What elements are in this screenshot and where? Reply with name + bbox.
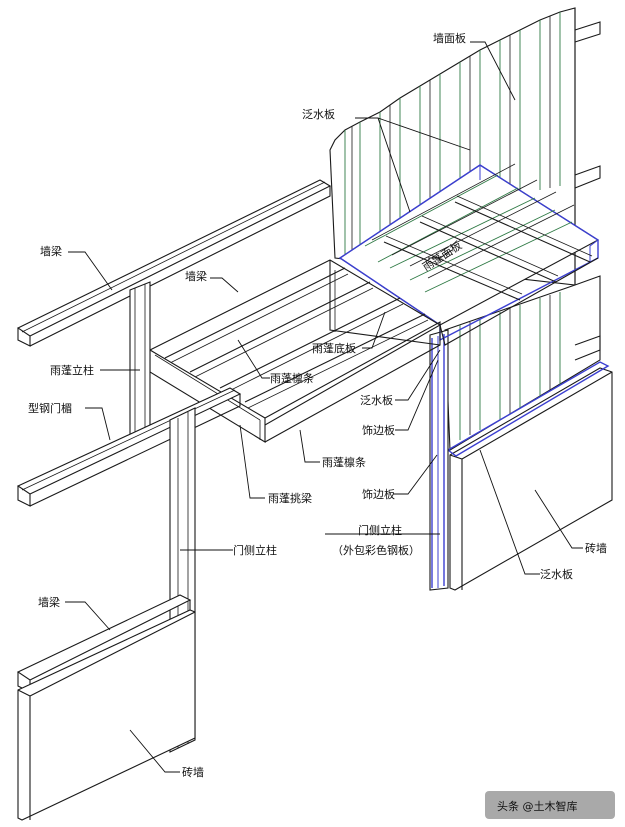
label-flashing-top: 泛水板 xyxy=(302,107,335,121)
door-side-column-right xyxy=(429,329,449,591)
label-canopy-bottom-panel: 雨蓬底板 xyxy=(312,341,356,355)
watermark-text: 头条 @土木智库 xyxy=(497,799,578,813)
label-steel-lintel: 型钢门楣 xyxy=(28,401,72,415)
label-trim-1: 饰边板 xyxy=(362,423,395,437)
brick-wall-right xyxy=(449,367,613,591)
label-door-column-right-1: 门侧立柱 xyxy=(358,523,402,537)
label-brick-wall-right: 砖墙 xyxy=(585,541,607,555)
label-canopy-column: 雨蓬立柱 xyxy=(50,363,94,377)
label-door-column-right-2: （外包彩色钢板） xyxy=(332,543,420,557)
label-brick-wall-left: 砖墙 xyxy=(182,765,204,779)
wall-girt-stubs-right xyxy=(574,21,601,189)
canopy-column-left xyxy=(129,281,151,441)
brick-wall-left xyxy=(17,609,196,821)
leader-lines xyxy=(65,41,583,773)
label-canopy-cantilever-beam: 雨蓬挑梁 xyxy=(268,491,312,505)
label-flashing-mid: 泛水板 xyxy=(360,393,393,407)
label-wall-panel: 墙面板 xyxy=(433,31,466,45)
label-door-side-column: 门侧立柱 xyxy=(233,543,277,557)
flashing-base-right xyxy=(446,361,610,457)
label-canopy-purlin-1: 雨蓬檩条 xyxy=(270,371,314,385)
label-wall-beam-2: 墙梁 xyxy=(185,269,207,283)
label-canopy-purlin-2: 雨蓬檩条 xyxy=(322,455,366,469)
label-wall-beam-3: 墙梁 xyxy=(38,595,60,609)
watermark: 头条 @土木智库 xyxy=(485,791,615,819)
label-trim-2: 饰边板 xyxy=(362,487,395,501)
wall-panel-lower xyxy=(444,275,601,451)
wall-beam-left-upper xyxy=(16,179,332,347)
canopy-underside xyxy=(148,259,442,443)
label-wall-beam-1: 墙梁 xyxy=(40,244,62,258)
label-flashing-bottom: 泛水板 xyxy=(540,567,573,581)
